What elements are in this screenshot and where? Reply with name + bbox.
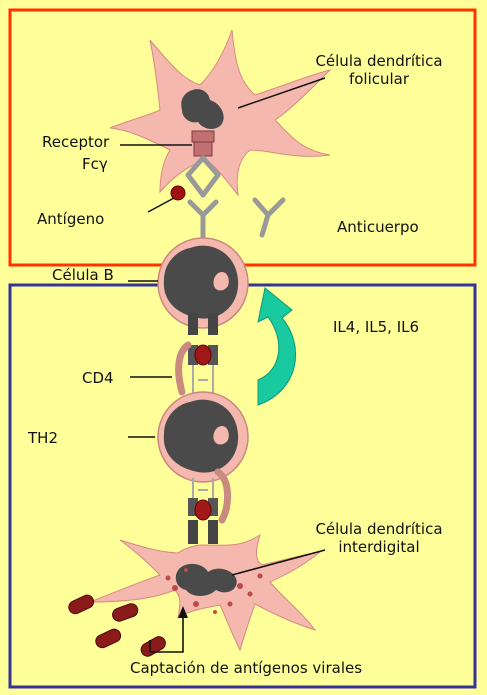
viral-uptake-label: Captación de antígenos virales — [130, 659, 362, 677]
mhc-b-right — [208, 313, 218, 335]
fc-receptor-top — [192, 131, 214, 142]
b-cell-label: Célula B — [52, 266, 114, 284]
mhc-dc-right — [208, 520, 218, 544]
b-cell-receptor — [190, 202, 216, 240]
peptide-bottom — [195, 500, 211, 520]
tcr-stalks — [193, 365, 213, 395]
cd4-molecule-top — [179, 345, 188, 392]
interdigital-cell-label: Célula dendrítica interdigital — [300, 520, 458, 556]
free-antibody — [255, 200, 283, 235]
interdigital-cell-label-line1: Célula dendrítica — [300, 520, 458, 538]
mhc-b-left — [188, 313, 198, 335]
fc-receptor-stem — [194, 142, 212, 156]
cytokines-label: IL4, IL5, IL6 — [333, 318, 419, 336]
follicular-cell-label-line2: folicular — [300, 70, 458, 88]
antigen-label: Antígeno — [37, 210, 104, 228]
peptide-top — [195, 345, 211, 365]
interdigital-cell-label-line2: interdigital — [300, 538, 458, 556]
follicular-cell-label-line1: Célula dendrítica — [300, 52, 458, 70]
th2-label: TH2 — [28, 429, 58, 447]
mhc-dc-left — [188, 520, 198, 544]
fc-gamma-label: Fcγ — [82, 155, 108, 173]
cytokine-arrow — [258, 288, 296, 405]
receptor-label: Receptor — [42, 133, 109, 151]
viral-antigen-particles — [67, 593, 168, 658]
antibody-label: Anticuerpo — [337, 218, 419, 236]
follicular-cell-label: Célula dendrítica folicular — [300, 52, 458, 88]
cd4-label: CD4 — [82, 369, 114, 387]
antigen-label-pointer — [148, 198, 174, 212]
